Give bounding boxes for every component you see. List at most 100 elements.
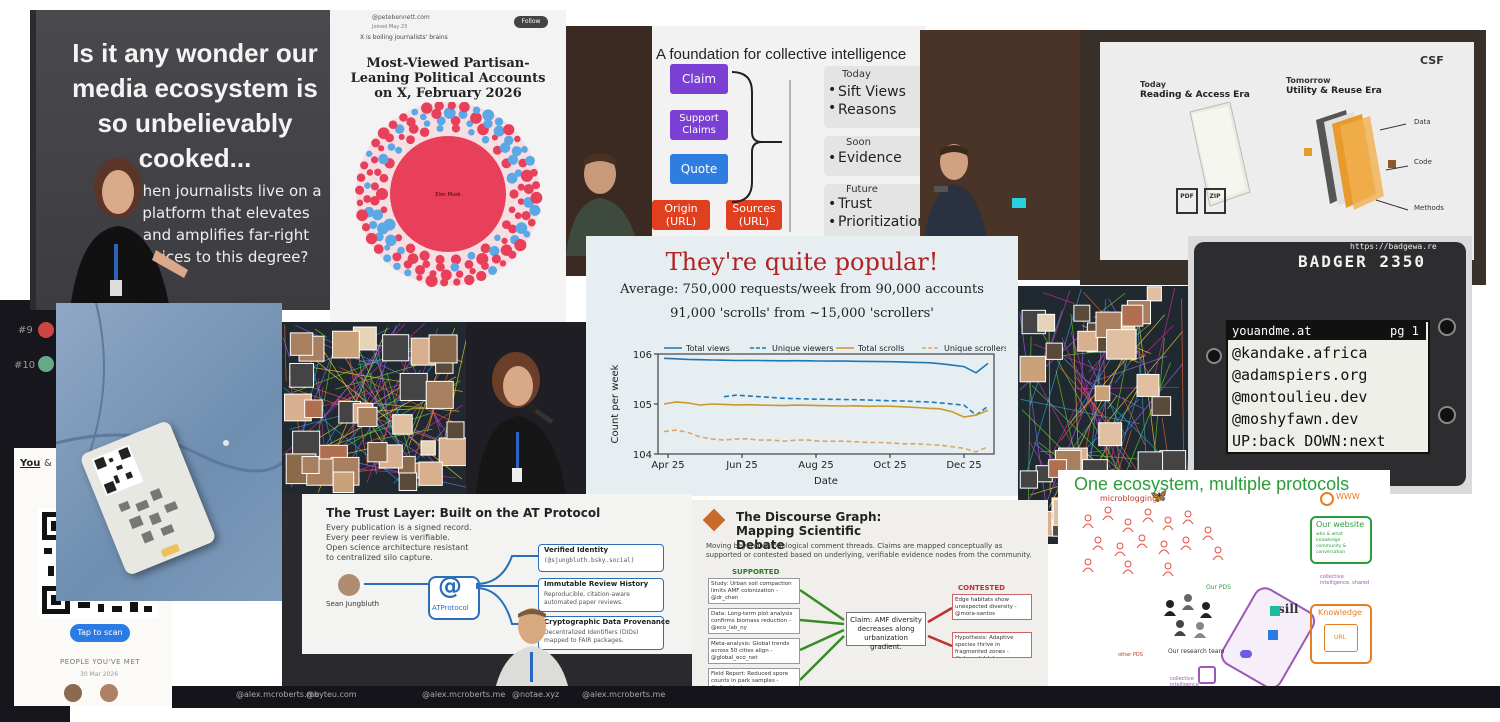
avatar: [1106, 329, 1137, 360]
network-edge: [1152, 287, 1176, 382]
research-team-icons: [1164, 594, 1212, 638]
account-bubble: [509, 189, 519, 199]
largest-bubble: [390, 136, 506, 252]
today-item: Sift Views: [838, 84, 906, 100]
network-edge: [1116, 363, 1184, 444]
account-bubble: [395, 234, 403, 242]
account-bubble: [451, 124, 461, 133]
tap-to-scan-button[interactable]: Tap to scan: [70, 624, 130, 642]
avatar: [289, 362, 315, 388]
trust-card-title: Immutable Review History: [544, 580, 649, 588]
avatar: [332, 471, 355, 494]
popular-title: They're quite popular!: [665, 248, 939, 276]
at-symbol: @: [438, 572, 462, 600]
account-bubble: [394, 124, 405, 134]
network-edge: [1080, 313, 1085, 416]
account-bubble: [530, 191, 543, 204]
account-bubble: [416, 274, 423, 281]
person-body: [1122, 527, 1134, 533]
account-bubble: [365, 150, 373, 157]
account-bubble: [365, 232, 378, 245]
bubble-chart: Elon Musk: [355, 102, 543, 288]
side-button[interactable]: [1206, 348, 1222, 364]
account-bubble: [398, 133, 405, 140]
website-box: [1310, 516, 1372, 564]
person-body: [1182, 519, 1194, 525]
account-bubble: [383, 254, 392, 263]
account-bubble: [469, 267, 476, 275]
handle-row: @adamspiers.org: [1232, 366, 1368, 384]
today-label: Today: [842, 69, 871, 80]
photo-shirt-badge: [56, 303, 282, 601]
nav-hint: UP:back DOWN:next: [1232, 432, 1386, 450]
account-bubble: [459, 102, 470, 113]
person-body: [1082, 523, 1094, 529]
network-edge: [377, 344, 390, 431]
account-bubble: [481, 135, 490, 144]
app-label: sill: [1278, 602, 1299, 616]
photo-foundation-talk: A foundation for collective intelligence…: [566, 26, 926, 276]
account-bubble: [464, 274, 475, 286]
person-icon: [1138, 534, 1146, 542]
bracket-lines: [731, 71, 791, 232]
bluesky-icon: [1268, 630, 1278, 640]
photo-speaker-mic: [466, 322, 586, 494]
e-ink-screen: [1226, 320, 1430, 454]
account-bubble: [403, 260, 413, 269]
profile-tagline: X is boiling journalists' brains: [360, 34, 448, 41]
avatar: [398, 472, 418, 491]
person-body: [1136, 543, 1148, 549]
network-edge: [322, 412, 433, 450]
footer-handle: @byteu.com: [306, 690, 357, 699]
network-edge: [1042, 292, 1075, 305]
sources-node: Sources (URL): [726, 200, 782, 230]
account-bubble: [493, 125, 505, 137]
today-era: Reading & Access Era: [1140, 90, 1250, 100]
screen-page: pg 1: [1390, 324, 1419, 338]
network-edge: [366, 388, 403, 483]
connector-lines: [364, 555, 540, 625]
person-icon: [1176, 620, 1184, 628]
person-body: [1158, 549, 1170, 555]
account-bubble: [435, 262, 445, 272]
account-bubble: [436, 124, 444, 132]
follow-button[interactable]: Follow: [514, 16, 548, 28]
account-bubble: [378, 153, 389, 165]
series-line: [663, 357, 989, 374]
account-bubble: [518, 158, 528, 168]
account-bubble: [508, 224, 518, 234]
person-body: [1102, 515, 1114, 521]
down-button[interactable]: [1438, 406, 1456, 424]
ecosystem-title: One ecosystem, multiple protocols: [1074, 474, 1350, 494]
person-body: [1202, 535, 1214, 541]
network-edge: [1025, 288, 1082, 475]
avatar: [367, 442, 388, 463]
person-icon: [1084, 514, 1092, 522]
trust-card: [538, 578, 664, 612]
account-bubble: [480, 243, 491, 254]
people-met-heading: PEOPLE YOU'VE MET: [60, 658, 141, 666]
avatar: [438, 437, 468, 467]
collective-intelligence: collective intelligence: [1170, 676, 1200, 688]
speaker-avatar: [338, 574, 360, 596]
account-bubble: [421, 102, 433, 114]
account-bubble: [464, 260, 474, 269]
url-label: URL: [1334, 634, 1346, 641]
discourse-logo-icon: [702, 508, 726, 532]
up-button[interactable]: [1438, 318, 1456, 336]
photo-bubble-chart: @petebennett.com Follow Joined May 23 X …: [330, 10, 566, 322]
person-body: [1142, 517, 1154, 523]
account-bubble: [399, 113, 408, 122]
network-edge: [1092, 355, 1167, 383]
account-bubble: [525, 155, 535, 166]
y-axis-label: Count per week: [610, 364, 621, 443]
account-bubble: [375, 187, 389, 201]
handle-row: @montoulieu.dev: [1232, 388, 1368, 406]
account-bubble: [406, 135, 415, 145]
y-tick-label: 105: [633, 400, 652, 411]
microblogging-label: microblogging: [1100, 494, 1158, 503]
network-edge: [1068, 394, 1112, 455]
future-label: Future: [846, 184, 878, 195]
legend-label: Total views: [685, 344, 730, 353]
database-icon: [1198, 666, 1216, 684]
